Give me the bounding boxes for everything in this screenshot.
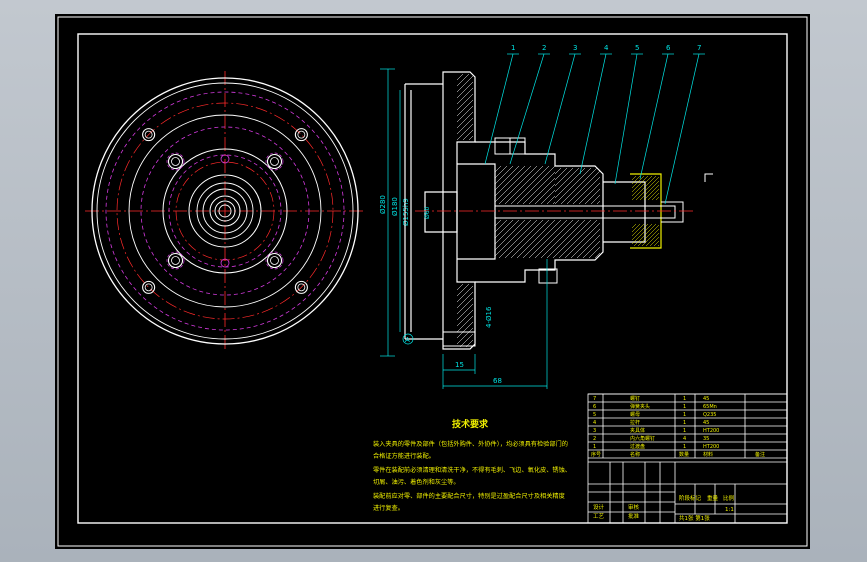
title-block [588,461,787,523]
bom-cell-qty: 1 [683,404,686,410]
bom-cell-mat: 65Mn [703,404,717,410]
flange-hatch [456,73,474,348]
dim-inner-dia: Ø155h9 [402,198,410,226]
bom-cell-mat: Q235 [703,412,716,418]
bolt-pitch-circle [116,102,334,320]
socket-screws [442,137,558,347]
bom-cell-no: 5 [593,412,596,418]
tb-approve: 批准 [628,512,640,520]
svg-text:5: 5 [635,44,639,52]
hidden-circle [105,91,345,331]
tech-requirements: 技术要求 装入夹具的零件及部件（包括外购件、外协件），均必须具有检验部门的 合格… [373,418,571,512]
svg-text:7: 7 [697,44,701,52]
dim-bolt-hole: 4-Ø16 [485,306,493,328]
tech-req-title: 技术要求 [452,418,489,430]
title-block-text: 设计 工艺 审核 批准 阶段标记 重量 比例 1:1 共1张 第1张 [593,494,735,522]
clamp-body-outline [424,141,646,283]
tb-weight: 重量 [707,494,719,502]
svg-text:3: 3 [573,44,577,52]
inner-bolt-hole [166,152,185,171]
tb-stage: 阶段标记 [679,494,702,502]
bom-cell-qty: 1 [683,412,686,418]
outer-rim [91,77,359,345]
callout-2: 2 [509,44,550,165]
bom-cell-mat: HT200 [703,428,719,434]
inner-bolt-hole [166,251,185,270]
bom-cell-no: 2 [593,436,596,442]
bom-header-mat: 材料 [703,451,713,458]
outer-bolt-hole [294,128,308,142]
outer-bolt-hole [142,128,156,142]
bom-cell-no: 1 [593,444,596,450]
dim-outer-dia: Ø280 [379,195,387,214]
callout-4: 4 [579,44,612,175]
bom-cell-name: 拉杆 [630,419,640,426]
inner-border [77,33,788,524]
bom-header-name: 名称 [630,451,640,458]
bom-cell-qty: 1 [683,444,686,450]
inner-bolt-hole [265,152,284,171]
pull-rod [495,201,684,223]
svg-text:2: 2 [542,44,546,52]
front-view [85,71,365,351]
bom-cell-qty: 1 [683,428,686,434]
bom-header-no: 序号 [591,451,601,458]
tb-sheet: 共1张 第1张 [679,514,710,522]
bom-cell-name: 弹簧夹头 [630,403,650,410]
bom-cell-name: 夹具体 [630,427,645,434]
svg-text:4: 4 [604,44,609,52]
bom-header-qty: 数量 [679,451,689,458]
bom-cell-name: 过渡盘 [630,443,645,450]
bom-cell-qty: 1 [683,420,686,426]
outer-bolt-hole [294,280,308,294]
bom-cell-name: 内六角螺钉 [630,435,655,442]
tech-req-line-6: 进行复查。 [373,504,404,512]
tb-design: 设计 [593,503,605,511]
bom-cell-mat: 45 [703,420,709,426]
bom-cell-no: 3 [593,428,596,434]
svg-text:1: 1 [511,44,515,52]
bom-header-note: 备注 [755,451,765,458]
tech-req-line-5: 装配前应对零、部件的主要配合尺寸，特别是过盈配合尺寸及相关精度 [373,492,565,500]
callout-7: 7 [664,44,705,205]
flange-outline [404,71,476,350]
tb-process: 工艺 [593,513,605,520]
tb-check: 审核 [628,503,640,511]
callout-6: 6 [639,44,674,180]
tech-req-line-3: 零件在装配前必须清理和清洗干净，不得有毛刺、飞边、氧化皮、锈蚀、 [373,466,571,474]
outer-bolt-hole [142,280,156,294]
bom-cell-name: 螺钉 [630,395,640,402]
outer-border [57,16,808,547]
dim-bore: Ø60 [424,206,431,219]
tb-scale: 1:1 [725,507,734,513]
bom-cell-no: 4 [593,420,596,426]
dim-mid-dia: Ø180 [391,197,399,216]
dim-total-length: 68 [493,377,502,385]
svg-text:6: 6 [666,44,671,52]
bom-cell-mat: 45 [703,396,709,402]
tech-req-line-4: 切屑、油污、着色剂和灰尘等。 [373,478,460,486]
tech-req-line-1: 装入夹具的零件及部件（包括外购件、外协件），均必须具有检验部门的 [373,440,568,448]
bom-cell-no: 7 [593,396,596,402]
bom-cell-no: 6 [593,404,596,410]
bom-cell-mat: 35 [703,436,709,442]
tb-ratio: 比例 [723,494,735,502]
bom-cell-mat: HT200 [703,444,719,450]
callout-1: 1 [484,44,519,165]
bom-cell-name: 螺母 [630,411,640,418]
bom-table [587,393,788,524]
callout-5: 5 [614,44,643,185]
dim-flange-length: 15 [455,361,464,369]
bom-cell-qty: 4 [683,436,686,442]
drawing-canvas: Ø280 Ø180 Ø155h9 [57,16,808,547]
drawing-sheet: Ø280 Ø180 Ø155h9 [55,14,810,549]
section-view: Ø280 Ø180 Ø155h9 [379,44,713,389]
datum-label: A [405,336,410,344]
bom-cell-qty: 1 [683,396,686,402]
tech-req-line-2: 合格证方能进行装配。 [373,452,435,460]
callout-3: 3 [544,44,581,165]
